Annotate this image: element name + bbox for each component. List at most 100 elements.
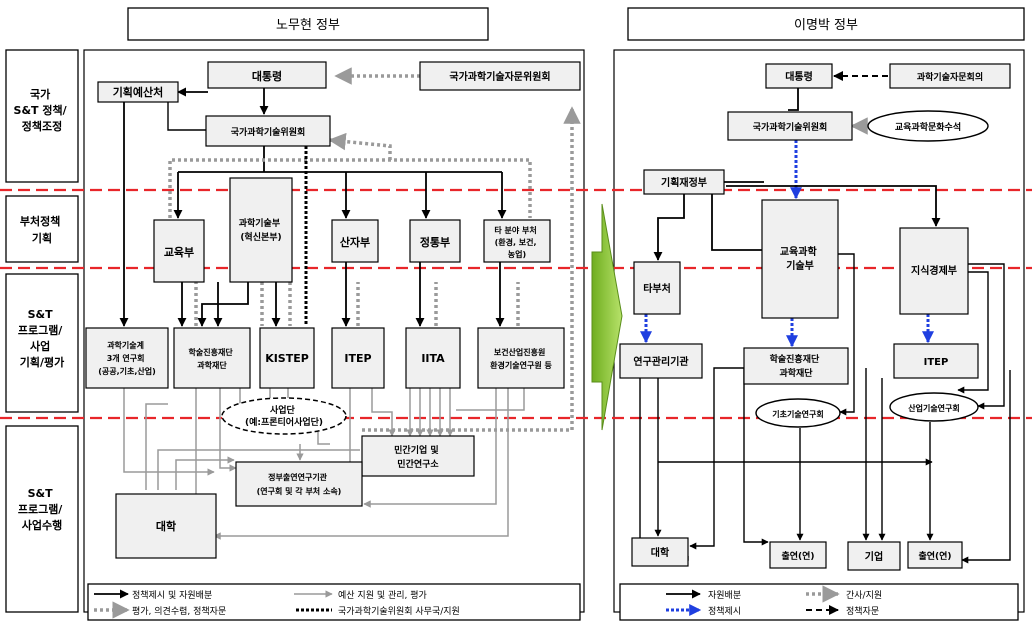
row3-line3: 사업 (30, 339, 50, 353)
legend-left-solid: 정책제시 및 자원배분 (132, 589, 212, 601)
svg-text:S&T 프로그램/ 사업수행: S&T 프로그램/ 사업수행 (18, 487, 66, 532)
mic-label: 정통부 (420, 235, 450, 249)
svg-text:부처정책 기획: 부처정책 기획 (20, 214, 64, 245)
right-connectors (639, 71, 1011, 564)
nrf-right-1: 학술진흥재단 (770, 353, 820, 365)
legend-left-gray-dotted: 평가, 의견수렴, 정책자문 (132, 605, 226, 617)
node-mest: 교육과학 기술부 (761, 199, 839, 319)
node-nrf-right: 학술진흥재단 과학재단 (743, 347, 849, 385)
node-pacst: 국가과학기술자문위원회 (419, 61, 581, 91)
mgmt-label: 연구관리기관 (633, 355, 689, 368)
node-nstc-right: 국가과학기술위원회 (727, 111, 853, 141)
health-1: 보건산업진흥원 (494, 347, 546, 357)
row3-line2: 프로그램/ (18, 323, 63, 337)
node-research-mgmt: 연구관리기관 (619, 343, 703, 379)
row-label-national-policy: 국가 S&T 정책/ 정책조정 (5, 49, 79, 183)
legend-right-gray-dotted: 간사/지원 (846, 590, 882, 601)
row3-line4: 기획/평가 (20, 355, 65, 369)
gri-left-1: 정부출연연구기관 (268, 472, 328, 482)
node-health-institutes: 보건산업진흥원 환경기술연구원 등 (477, 327, 565, 389)
private-1: 민간기업 및 (394, 444, 439, 456)
header-right: 이명박 정부 (627, 7, 1025, 41)
mest-1: 교육과학 (780, 245, 818, 258)
nstc-right-label: 국가과학기술위원회 (753, 121, 828, 133)
header-left: 노무현 정부 (127, 7, 489, 41)
node-research-councils: 과학기술계 3개 연구회 (공공,기초,산업) (85, 327, 169, 389)
node-most: 과학기술부 (혁신본부) (229, 177, 293, 283)
other-left-3: 농업) (508, 249, 526, 259)
row4-line2: 프로그램/ (18, 502, 63, 516)
node-budget-office: 기획예산처 (97, 81, 179, 103)
node-univ-right: 대학 (631, 537, 689, 567)
legend-left: 정책제시 및 자원배분 예산 지원 및 관리, 평가 평가, 의견수렴, 정책자… (87, 583, 581, 621)
node-krf-left: 학술진흥재단 과학재단 (173, 327, 251, 389)
industry-council-label: 산업기술연구회 (908, 403, 960, 413)
itep-left-label: ITEP (344, 352, 371, 365)
kistep-label: KISTEP (265, 352, 309, 365)
advisory-label: 과학기술자문회의 (917, 71, 983, 83)
svg-text:과학기술계 3개 연구회 (공공,기: 과학기술계 3개 연구회 (공공,기초,산업) (98, 340, 156, 376)
iita-label: IITA (421, 352, 445, 365)
itep-right-label: ITEP (924, 357, 949, 368)
header-right-text: 이명박 정부 (794, 18, 858, 33)
row-label-program-planning: S&T 프로그램/ 사업 기획/평가 (5, 273, 79, 413)
row4-line3: 사업수행 (22, 518, 62, 532)
row1-line1: 국가 (30, 87, 50, 101)
node-industry-council: 산업기술연구회 (889, 392, 979, 422)
node-itep-left: ITEP (331, 327, 385, 389)
nstc-left-label: 국가과학기술위원회 (231, 126, 306, 138)
node-president-left: 대통령 (207, 61, 327, 89)
node-basic-council: 기초기술연구회 (755, 398, 841, 428)
node-univ-left: 대학 (115, 493, 217, 559)
krf-left-2: 과학재단 (197, 360, 227, 370)
svg-text:교육과학 기술부: 교육과학 기술부 (780, 245, 820, 272)
row2-line2: 기획 (32, 231, 52, 245)
header-left-text: 노무현 정부 (276, 18, 340, 33)
president-right-label: 대통령 (785, 70, 813, 83)
row2-line1: 부처정책 (20, 214, 60, 228)
other-left-1: 타 분야 부처 (494, 225, 536, 235)
univ-left-label: 대학 (156, 519, 176, 533)
univ-right-label: 대학 (651, 546, 670, 559)
node-other-ministries-left: 타 분야 부처 (환경, 보건, 농업) (483, 219, 551, 263)
most-label-2: (혁신본부) (240, 231, 281, 243)
node-nstc-left: 국가과학기술위원회 (205, 115, 331, 147)
program-2: (예:프론티어사업단) (245, 416, 323, 428)
legend-right-solid: 자원배분 (708, 590, 741, 601)
node-mocie: 산자부 (331, 219, 379, 263)
node-itep-right: ITEP (893, 343, 979, 379)
most-label-1: 과학기술부 (239, 217, 280, 229)
node-private-sector: 민간기업 및 민간연구소 (361, 435, 475, 477)
other-right-label: 타부처 (643, 282, 671, 295)
budget-label: 기획예산처 (113, 85, 164, 99)
node-edu-culture-secretary: 교육과학문화수석 (867, 110, 989, 142)
krf-left-1: 학술진흥재단 (189, 347, 234, 357)
gri-right1-label: 출연(연) (781, 550, 814, 562)
basic-council-label: 기초기술연구회 (772, 409, 824, 419)
company-label: 기업 (865, 550, 883, 563)
row1-line3: 정책조정 (22, 119, 62, 133)
row3-line1: S&T (28, 308, 54, 321)
mke-label: 지식경제부 (911, 264, 957, 277)
legend-right: 자원배분 간사/지원 정책제시 정책자문 (619, 583, 1019, 621)
node-company: 기업 (847, 541, 901, 571)
moe-label: 교육부 (164, 246, 194, 259)
svg-text:학술진흥재단 과학재단: 학술진흥재단 과학재단 (189, 347, 236, 370)
node-mke: 지식경제부 (899, 227, 969, 315)
node-gri-right-2: 출연(연) (907, 541, 963, 569)
node-gri-left: 정부출연연구기관 (연구회 및 각 부처 소속) (235, 461, 363, 507)
svg-text:민간기업 및 민간연구소: 민간기업 및 민간연구소 (394, 444, 442, 470)
health-2: 환경기술연구원 등 (490, 360, 552, 370)
row4-line1: S&T (28, 487, 54, 500)
left-connectors (119, 67, 581, 540)
program-1: 사업단 (270, 404, 296, 416)
legend-left-gray-solid: 예산 지원 및 관리, 평가 (338, 589, 427, 601)
node-mic: 정통부 (409, 219, 461, 263)
transition-arrow (591, 203, 623, 431)
node-moe: 교육부 (153, 219, 205, 283)
rc-1: 과학기술계 (107, 340, 144, 350)
gri-right2-label: 출연(연) (918, 550, 951, 562)
mest-2: 기술부 (786, 259, 814, 272)
row-label-program-execution: S&T 프로그램/ 사업수행 (5, 425, 79, 613)
